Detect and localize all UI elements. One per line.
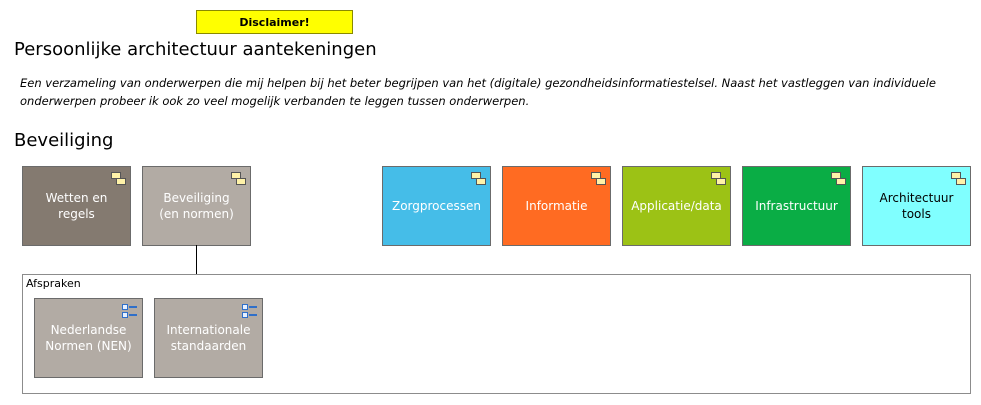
workspace-icon — [951, 172, 966, 185]
tile-applicatie-data[interactable]: Applicatie/data — [622, 166, 731, 246]
tile-infrastructuur[interactable]: Infrastructuur — [742, 166, 851, 246]
tile-label: Wetten en regels — [45, 191, 108, 221]
intro-text: Een verzameling van onderwerpen die mij … — [20, 76, 936, 108]
workspace-icon — [711, 172, 726, 185]
tile-wetten-en-regels[interactable]: Wetten en regels — [22, 166, 131, 246]
tile-label: Infrastructuur — [755, 199, 838, 213]
workspace-icon — [231, 172, 246, 185]
tile-internationale-standaarden[interactable]: Internationale standaarden — [154, 298, 263, 378]
group-label: Afspraken — [26, 277, 81, 290]
tile-informatie[interactable]: Informatie — [502, 166, 611, 246]
connector-line — [196, 245, 197, 275]
disclaimer-button[interactable]: Disclaimer! — [196, 10, 353, 34]
tile-label: Nederlandse Normen (NEN) — [45, 323, 132, 353]
section-title: Beveiliging — [14, 130, 114, 151]
tile-label: Beveiliging (en normen) — [159, 191, 234, 221]
tile-architectuur-tools[interactable]: Architectuur tools — [862, 166, 971, 246]
tile-nederlandse-normen[interactable]: Nederlandse Normen (NEN) — [34, 298, 143, 378]
tile-label: Zorgprocessen — [391, 199, 481, 213]
workspace-icon — [471, 172, 486, 185]
tile-label: Applicatie/data — [631, 199, 722, 213]
requirements-icon — [122, 304, 137, 319]
page-title: Persoonlijke architectuur aantekeningen — [14, 39, 377, 60]
tile-zorgprocessen[interactable]: Zorgprocessen — [382, 166, 491, 246]
tile-label: Informatie — [525, 199, 588, 213]
tile-label: Architectuur tools — [879, 191, 954, 221]
requirements-icon — [242, 304, 257, 319]
tile-beveiliging[interactable]: Beveiliging (en normen) — [142, 166, 251, 246]
tile-label: Internationale standaarden — [166, 323, 251, 353]
workspace-icon — [591, 172, 606, 185]
workspace-icon — [831, 172, 846, 185]
workspace-icon — [111, 172, 126, 185]
